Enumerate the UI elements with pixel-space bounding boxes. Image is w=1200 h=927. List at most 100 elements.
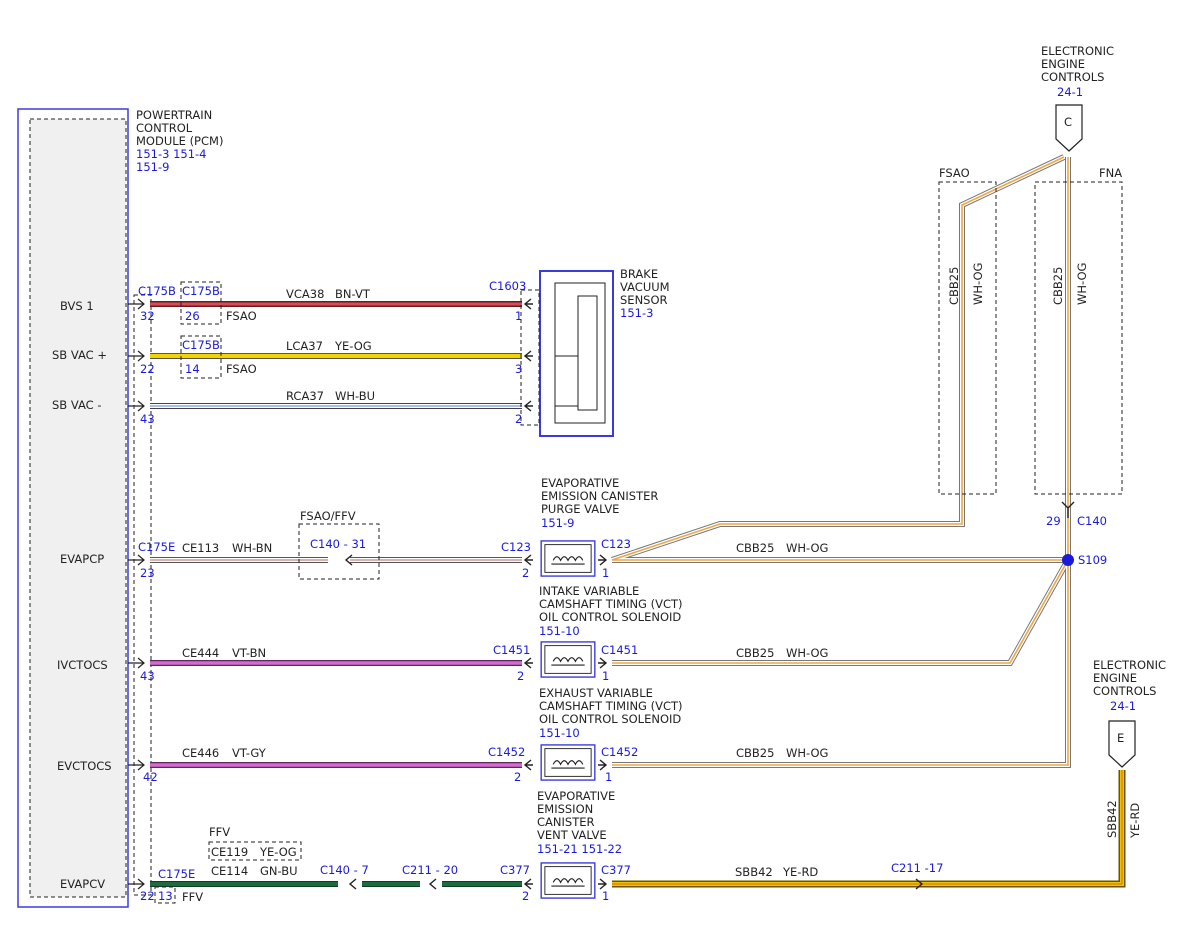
vent-valve-symbol <box>540 862 596 899</box>
pcm-title: POWERTRAIN CONTROL MODULE (PCM) 151-3 15… <box>136 108 223 174</box>
fna-option-box <box>1034 181 1123 495</box>
label-pin-1-e: 1 <box>602 889 609 903</box>
pcm-title-1: CONTROL <box>136 121 193 135</box>
label-pin-2-c: 2 <box>517 669 524 683</box>
evct-title-2: OIL CONTROL SOLENOID <box>539 712 681 726</box>
ivct-ref: 151-10 <box>539 624 580 638</box>
evct-title: EXHAUST VARIABLE CAMSHAFT TIMING (VCT) O… <box>539 686 683 740</box>
fsao-ffv-box <box>298 523 380 580</box>
label-c140-31: C140 - 31 <box>310 537 366 551</box>
label-whog-3: WH-OG <box>786 746 828 760</box>
ivct-title-2: OIL CONTROL SOLENOID <box>539 610 681 624</box>
brake_sensor-title-1: VACUUM <box>620 280 670 294</box>
purge_valve-title-2: PURGE VALVE <box>541 502 619 516</box>
label-whog-fna: WH-OG <box>1075 263 1089 305</box>
brake-vacuum-sensor <box>539 270 614 437</box>
eec1-title-2: CONTROLS <box>1041 70 1104 84</box>
eec2-title-0: ELECTRONIC <box>1093 658 1166 672</box>
label-c211-17: C211 -17 <box>891 861 943 875</box>
label-ce114: CE114 <box>211 864 248 878</box>
label-fsao-2: FSAO <box>226 362 257 376</box>
label-pin-22-b: 22 <box>140 889 155 903</box>
label-c1452-left: C1452 <box>488 745 525 759</box>
label-c377-left: C377 <box>500 863 530 877</box>
connector-outline <box>133 294 152 896</box>
label-rca37: RCA37 <box>286 389 324 403</box>
eec2-title-2: CONTROLS <box>1093 684 1156 698</box>
ivct-solenoid-symbol <box>540 641 596 678</box>
pcm-refs-1: 151-9 <box>136 160 169 174</box>
label-vtgy: VT-GY <box>232 746 267 760</box>
label-whog-1: WH-OG <box>786 541 828 555</box>
connector-c175b-14-box <box>180 335 222 379</box>
splice-s109 <box>1062 554 1074 566</box>
wire-cbb25-network <box>611 154 1071 768</box>
label-pin-2-a: 2 <box>515 412 522 426</box>
vent_valve-ref: 151-21 151-22 <box>537 842 622 856</box>
eec-c-title: ELECTRONIC ENGINE CONTROLS 24-1 <box>1041 44 1114 99</box>
ivct-title-1: CAMSHAFT TIMING (VCT) <box>539 597 683 611</box>
label-sbb42-vertical: SBB42 <box>1105 800 1119 838</box>
label-pin-13: 13 <box>158 889 173 903</box>
label-yerd: YE-RD <box>782 865 818 879</box>
label-c377-right: C377 <box>601 863 631 877</box>
label-pin-2-e: 2 <box>522 889 529 903</box>
label-c1451-left: C1451 <box>493 643 530 657</box>
label-whbu: WH-BU <box>335 389 375 403</box>
pin-label-sbvacm: SB VAC - <box>52 398 101 412</box>
label-c211-20: C211 - 20 <box>402 863 458 877</box>
vent_valve-title-1: EMISSION <box>537 802 593 816</box>
brake_sensor-ref: 151-3 <box>620 306 653 320</box>
label-cbb25-fsao: CBB25 <box>947 267 961 305</box>
fsao-option-label: FSAO <box>939 166 970 180</box>
label-fsao-ffv: FSAO/FFV <box>300 509 356 523</box>
purge-valve-title: EVAPORATIVE EMISSION CANISTER PURGE VALV… <box>541 476 658 530</box>
label-c123-right: C123 <box>601 537 631 551</box>
evct-ref: 151-10 <box>539 726 580 740</box>
purge_valve-title-1: EMISSION CANISTER <box>541 489 658 503</box>
label-yeog-2: YE-OG <box>259 845 297 859</box>
label-pin-26: 26 <box>185 309 200 323</box>
label-c175b-1: C175B <box>138 284 176 298</box>
label-whog-2: WH-OG <box>786 646 828 660</box>
wire-sbb42 <box>612 770 1126 888</box>
label-bnvt: BN-VT <box>335 287 371 301</box>
label-pin-1-d: 1 <box>605 770 612 784</box>
pin-label-sbvacp: SB VAC + <box>52 348 107 362</box>
inline-arrows <box>344 298 1075 890</box>
label-c1452-right: C1452 <box>601 745 638 759</box>
ffv-box <box>208 841 302 861</box>
eec-connector-e: E <box>1108 720 1136 768</box>
label-vtbn: VT-BN <box>232 646 266 660</box>
label-pin-14: 14 <box>185 362 200 376</box>
purge-valve-symbol <box>540 540 596 577</box>
eec1-title-1: ENGINE <box>1041 57 1085 71</box>
vent-valve-title: EVAPORATIVE EMISSION CANISTER VENT VALVE… <box>537 789 622 856</box>
label-c175b-3: C175B <box>182 338 220 352</box>
brake_sensor-title-0: BRAKE <box>620 267 658 281</box>
eec1-title-0: ELECTRONIC <box>1041 44 1114 58</box>
connector-13-box <box>154 886 176 904</box>
label-cbb25-2: CBB25 <box>736 646 774 660</box>
label-lca37: LCA37 <box>286 339 323 353</box>
pin-label-bvs1: BVS 1 <box>60 299 94 313</box>
label-pin-42: 42 <box>143 770 158 784</box>
pin-label-evapcp: EVAPCP <box>60 552 104 566</box>
evct-title-0: EXHAUST VARIABLE <box>539 686 653 700</box>
pcm-title-0: POWERTRAIN <box>136 108 212 122</box>
label-pin-43-b: 43 <box>140 669 155 683</box>
brake_sensor-title-2: SENSOR <box>620 293 668 307</box>
purge_valve-ref: 151-9 <box>541 516 574 530</box>
fsao-option-box <box>938 181 997 495</box>
label-sbb42: SBB42 <box>735 865 773 879</box>
label-vca38: VCA38 <box>286 287 324 301</box>
label-s109: S109 <box>1078 553 1107 567</box>
purge_valve-title-0: EVAPORATIVE <box>541 476 619 490</box>
label-yerd-vertical: YE-RD <box>1128 803 1142 839</box>
label-pin-32: 32 <box>140 309 155 323</box>
label-ffv-1: FFV <box>209 825 230 839</box>
label-c175e-2: C175E <box>158 867 195 881</box>
label-c140-7: C140 - 7 <box>320 863 369 877</box>
label-c1603: C1603 <box>489 279 526 293</box>
